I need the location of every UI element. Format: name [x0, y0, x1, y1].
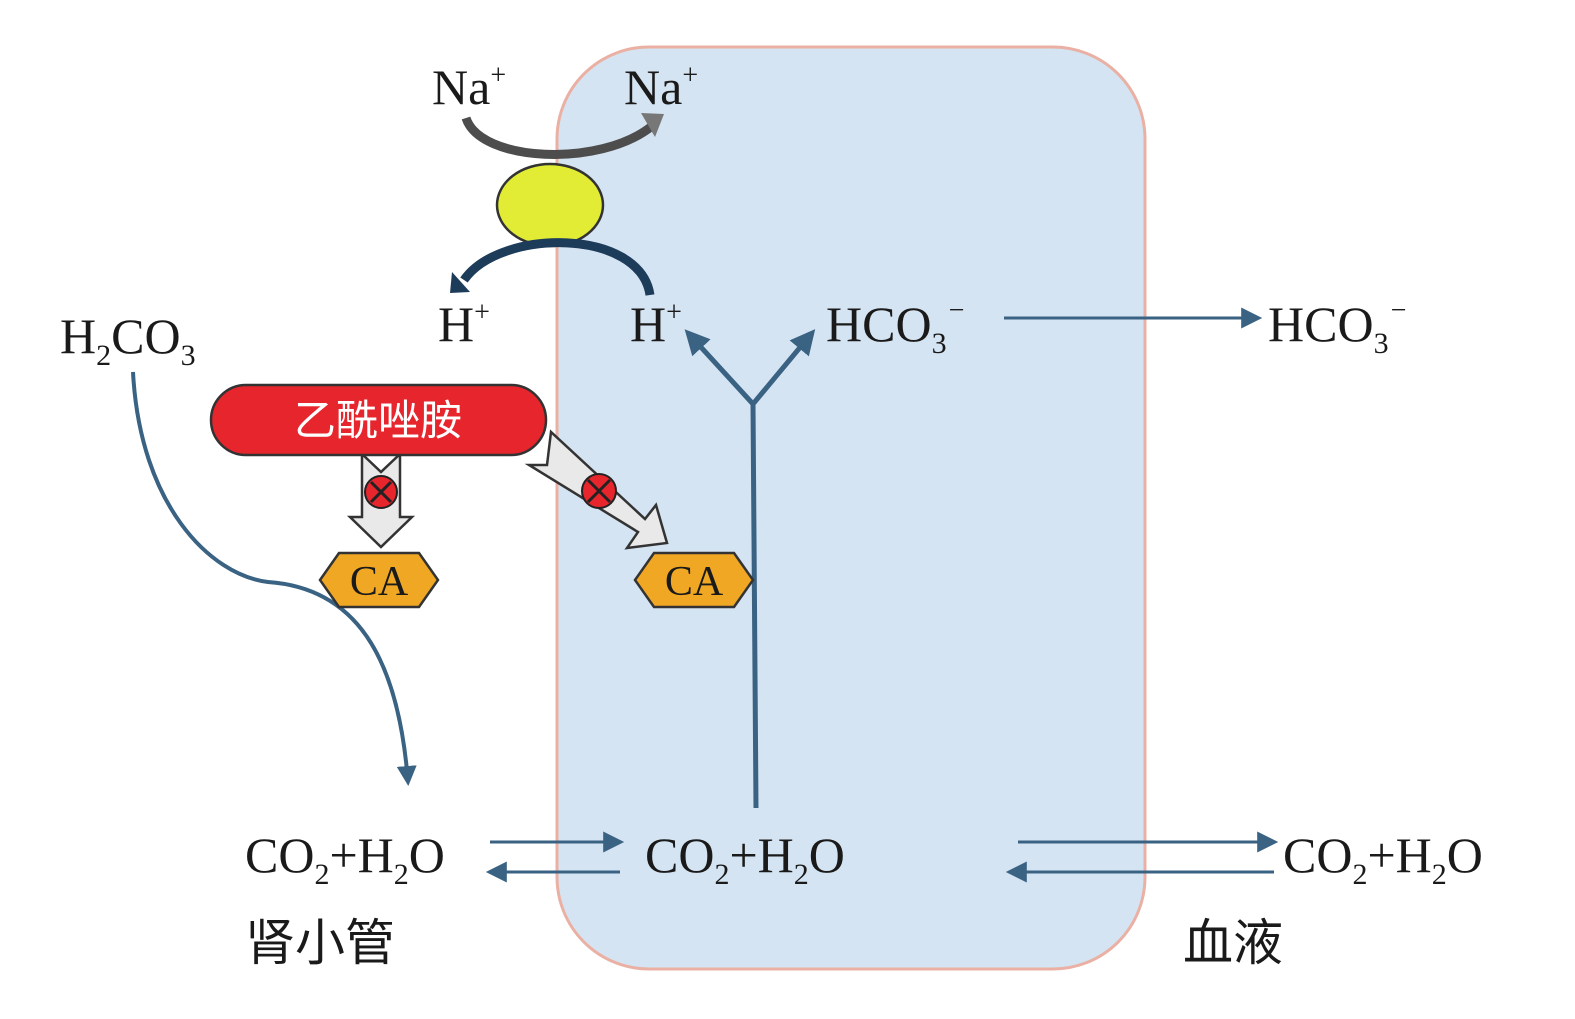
- ca-label-cell: CA: [665, 559, 724, 605]
- acetazolamide-pill: [209, 383, 548, 457]
- co2-h2o-lumen: CO2+H2O: [245, 827, 445, 891]
- h-secretion-arrow: [460, 238, 655, 297]
- tubule-label: 肾小管: [245, 914, 395, 972]
- h-ion-cell: H+: [630, 296, 682, 352]
- acetazolamide-label: 乙酰唑胺: [294, 396, 462, 445]
- blood-label: 血液: [1183, 914, 1283, 972]
- tubule-epithelial-cell: [555, 45, 1147, 971]
- na-ion-lumen: Na+: [432, 59, 506, 115]
- co2-h2o-cell: CO2+H2O: [645, 827, 845, 891]
- carbonic-acid-dissociation-arrow: [131, 371, 417, 786]
- cell-co2-stem: [750, 403, 759, 809]
- carbonic-anhydrase-lumen: [318, 551, 440, 609]
- transporter-protein: [495, 162, 605, 248]
- na-arrowhead-icon: [641, 113, 664, 137]
- carbonic-anhydrase-cell: [633, 551, 755, 609]
- inhibit-arrow-lumen: [346, 451, 416, 549]
- h-ion-lumen: H+: [438, 296, 490, 352]
- na-uptake-arrow: [461, 116, 655, 159]
- to-h-branch-arrow: [684, 329, 755, 406]
- na-h-exchanger: [450, 113, 664, 297]
- co2-h2o-blood: CO2+H2O: [1283, 827, 1483, 891]
- h-arrowhead-icon: [450, 272, 470, 293]
- to-bicarbonate-branch-arrow: [751, 329, 816, 406]
- bicarbonate-cell: HCO3−: [826, 295, 964, 360]
- ca-label-lumen: CA: [350, 559, 409, 605]
- na-ion-cell: Na+: [624, 59, 698, 115]
- carbonic-acid-label: H2CO3: [60, 308, 196, 372]
- bicarbonate-blood: HCO3−: [1268, 295, 1406, 360]
- inhibit-arrow-cell: [524, 429, 669, 550]
